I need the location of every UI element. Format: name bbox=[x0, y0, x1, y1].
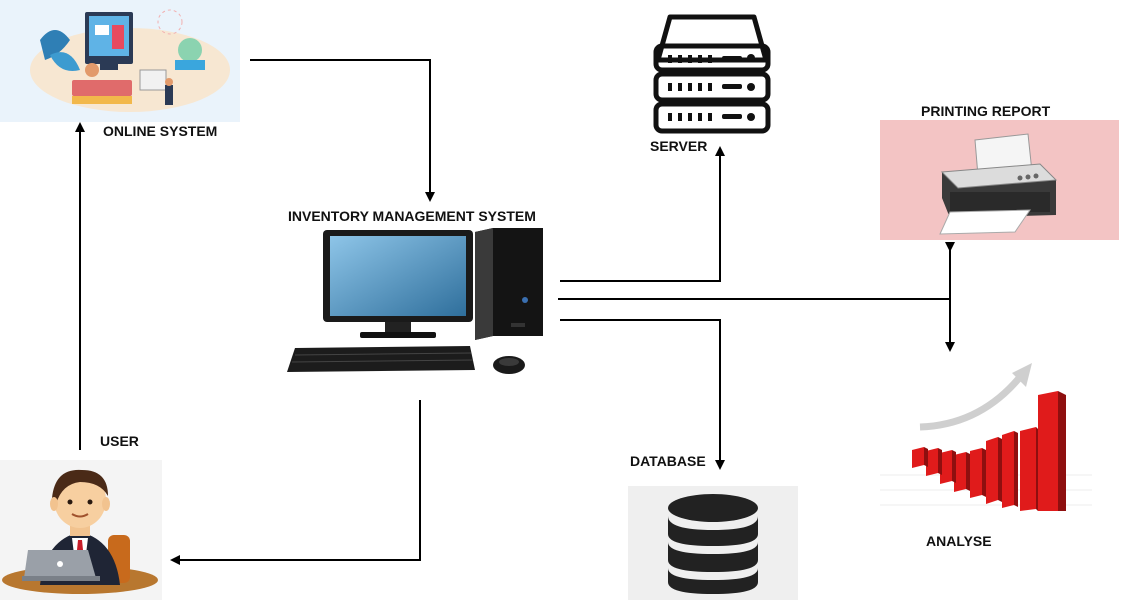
server-rack-icon bbox=[653, 14, 771, 134]
database-icon bbox=[668, 494, 758, 594]
printer-icon bbox=[939, 133, 1058, 235]
analyse-label: ANALYSE bbox=[926, 533, 992, 549]
arrow-inventory-to-server bbox=[560, 146, 725, 282]
online-system-label: ONLINE SYSTEM bbox=[103, 123, 218, 139]
growth-bar-chart-icon bbox=[880, 363, 1092, 511]
online-system-illustration-icon bbox=[0, 0, 240, 122]
online-system-node bbox=[0, 0, 240, 122]
user-at-laptop-illustration bbox=[2, 469, 158, 594]
arrow-inventory-to-user bbox=[170, 400, 421, 565]
user-node bbox=[0, 460, 162, 600]
inventory-label: INVENTORY MANAGEMENT SYSTEM bbox=[288, 208, 536, 224]
printer-node bbox=[880, 120, 1119, 240]
database-node bbox=[628, 486, 798, 600]
server-label: SERVER bbox=[650, 138, 708, 154]
user-label: USER bbox=[100, 433, 139, 449]
database-label: DATABASE bbox=[630, 453, 706, 469]
analyse-node bbox=[880, 355, 1092, 512]
desktop-computer-icon bbox=[287, 228, 543, 374]
printing-report-label: PRINTING REPORT bbox=[921, 103, 1051, 119]
inventory-node bbox=[285, 228, 550, 378]
server-node bbox=[652, 12, 772, 134]
arrow-online-to-inventory bbox=[250, 59, 435, 202]
arrow-inventory-to-database bbox=[560, 319, 725, 470]
